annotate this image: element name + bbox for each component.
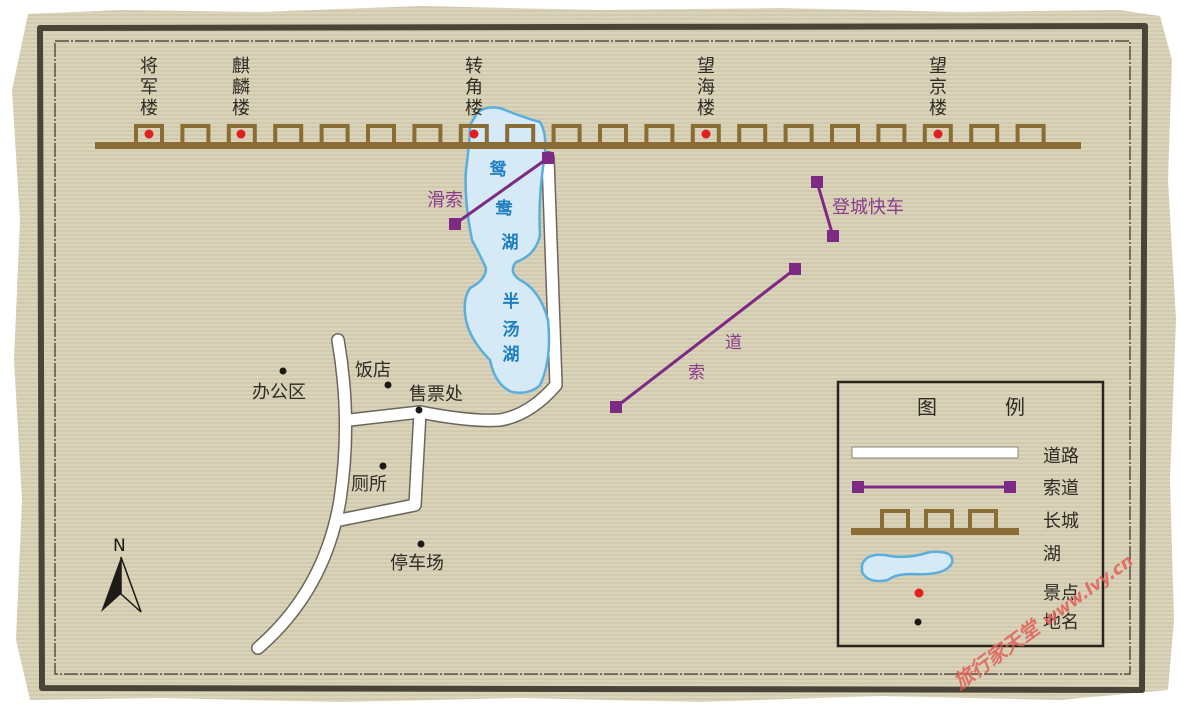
wall-battlement [737,124,768,143]
outer-ink-border [37,23,1148,693]
cableway-label-suo: 索 [688,363,705,383]
wall-battlement [505,124,536,143]
place-toilet: 厕所 [351,462,387,495]
tower-label-char: 楼 [697,98,715,119]
lake-south-char-3: 湖 [503,345,520,365]
wall-battlement [226,124,257,143]
legend-road-label: 道路 [1043,446,1079,467]
cableway-line [610,263,801,413]
wall-battlement [690,124,721,143]
cableway-label-dao: 道 [725,333,742,353]
place-restaurant: 饭店 [355,360,392,389]
wall-battlement [273,124,304,143]
wall-battlement [1015,124,1046,143]
wall-battlement [134,124,164,143]
legend-title-left: 图 [917,395,937,419]
scenic-spot-dot [701,129,711,139]
place-ticket-office: 售票处 [409,384,463,414]
legend-lake-label: 湖 [1043,544,1061,565]
scenic-spot-dot [933,129,943,139]
svg-text:停车场: 停车场 [390,553,444,574]
tower-label-char: 麒 [232,56,250,77]
tower-label-char: 楼 [232,98,250,119]
tower-2: 麒麟楼 [232,56,250,139]
zipline-label: 滑索 [427,190,463,211]
tower-label-char: 楼 [929,98,947,119]
inner-dashed-frame [54,40,1131,675]
paper-background [12,6,1176,702]
wall-battlement [319,124,350,143]
tower-label-char: 军 [140,77,158,98]
tower-label-char: 角 [465,77,483,98]
svg-text:饭店: 饭店 [355,360,391,381]
tower-label-char: 海 [697,77,715,98]
wall-battlement [783,124,814,143]
place-parking: 停车场 [390,540,444,574]
wall-battlement [644,124,675,143]
legend-title-right: 例 [1005,395,1025,419]
place-office: 办公区 [252,367,306,403]
tower-5: 望京楼 [929,56,947,139]
tower-label-char: 楼 [465,98,483,119]
wall-battlement [922,124,953,143]
great-wall [95,124,1081,149]
lake-north-char-1: 鸳 [490,159,507,180]
wall-battlement [876,124,907,143]
wall-battlement [551,124,582,143]
fast-train-line [811,176,839,242]
svg-text:办公区: 办公区 [252,382,306,403]
wall-battlement [412,124,443,143]
scenic-spot-dot [144,129,154,139]
wall-battlement [180,124,211,143]
tower-label-char: 望 [929,56,947,77]
wall-battlement [830,124,860,143]
tower-3: 转角楼 [465,56,483,139]
legend: 图 例 道路 索道 长城 湖 景点 地名 [836,380,1105,648]
legend-scenic-spot-label: 景点 [1043,583,1079,604]
roads [251,151,563,655]
svg-text:售票处: 售票处 [409,384,463,405]
tower-label-char: 京 [929,77,947,98]
north-arrow-icon: N [101,536,142,613]
fast-train-label: 登城快车 [832,197,904,218]
tower-1: 将军楼 [140,56,158,139]
scenic-spot-dot [236,129,246,139]
lake-north-char-3: 湖 [502,233,519,253]
tower-4: 望海楼 [697,56,715,139]
wall-battlement [598,124,628,143]
legend-great-wall-label: 长城 [1043,511,1079,532]
wall-battlement [366,124,396,143]
legend-place-name-label: 地名 [1043,612,1079,633]
compass-n-label: N [113,536,126,556]
lake-yuanyang-banshang [463,106,551,394]
legend-cableway-label: 索道 [1043,478,1079,499]
tower-label-char: 麟 [232,77,250,98]
svg-text:厕所: 厕所 [351,474,387,495]
tower-label-char: 望 [697,56,715,77]
lake-south-char-1: 半 [503,291,520,312]
zipline [449,152,554,230]
lake-south-char-2: 汤 [503,320,520,340]
wall-battlement [458,124,489,143]
tower-label-char: 楼 [140,98,158,119]
scenic-spot-dot [469,129,479,139]
tower-label-char: 将 [140,56,158,77]
lake-north-char-2: 鸯 [495,199,514,219]
wall-battlement [969,124,1000,143]
tower-label-char: 转 [465,56,483,77]
